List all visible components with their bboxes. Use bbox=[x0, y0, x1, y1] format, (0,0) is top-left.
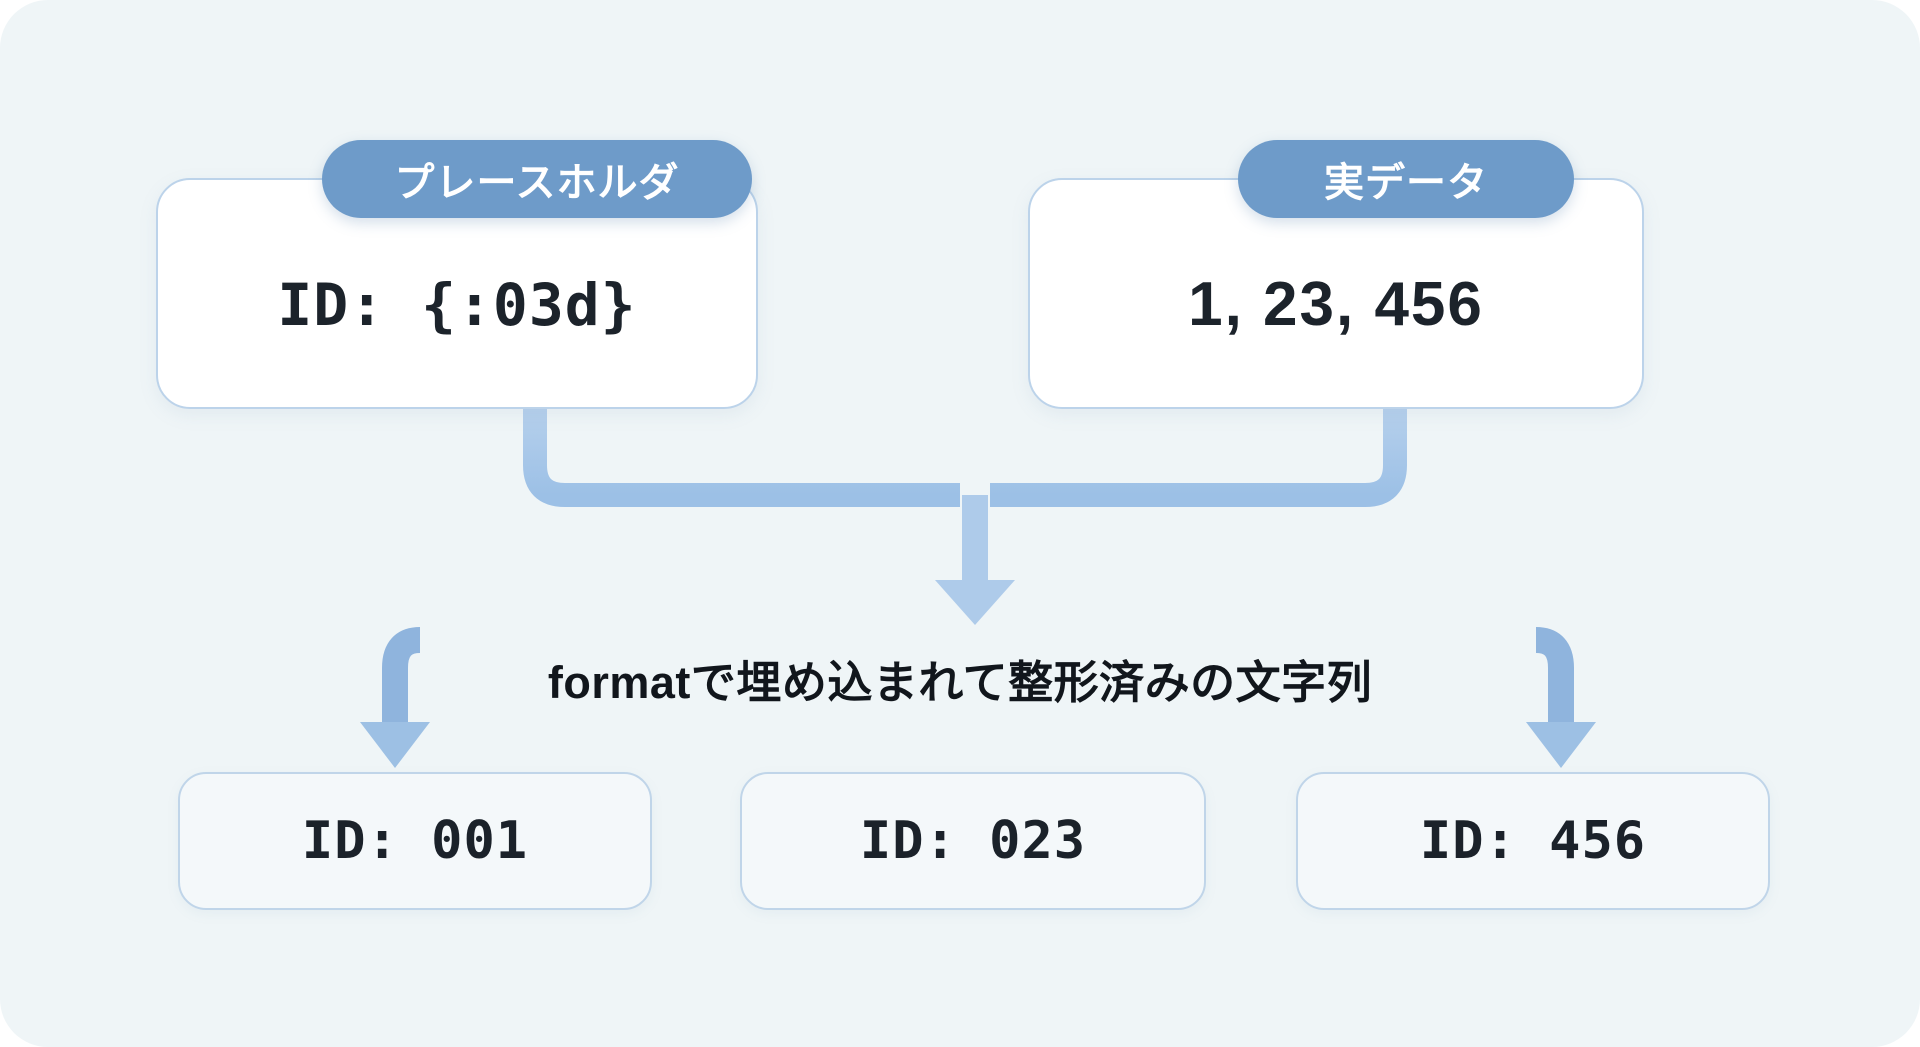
connector-branch-right bbox=[1535, 627, 1574, 728]
result-value-001: ID: 001 bbox=[301, 811, 529, 871]
source-value-actual-data: 1, 23, 456 bbox=[1188, 270, 1484, 339]
result-card-023: ID: 023 bbox=[740, 772, 1206, 910]
connector-placeholder-to-merge bbox=[523, 400, 960, 507]
source-value-placeholder: ID: {:03d} bbox=[277, 270, 637, 339]
merge-down-arrow-icon bbox=[935, 580, 1015, 625]
result-value-023: ID: 023 bbox=[859, 811, 1087, 871]
branch-right-down-arrow-icon bbox=[1526, 722, 1596, 768]
flow-caption: formatで埋め込まれて整形済みの文字列 bbox=[547, 657, 1373, 708]
result-card-001: ID: 001 bbox=[178, 772, 652, 910]
label-pill-placeholder: プレースホルダ bbox=[322, 140, 752, 218]
connector-branch-left bbox=[382, 627, 421, 728]
result-value-456: ID: 456 bbox=[1419, 811, 1647, 871]
result-card-456: ID: 456 bbox=[1296, 772, 1770, 910]
label-pill-actual-data: 実データ bbox=[1238, 140, 1574, 218]
connector-data-to-merge bbox=[990, 400, 1407, 507]
branch-left-down-arrow-icon bbox=[360, 722, 430, 768]
